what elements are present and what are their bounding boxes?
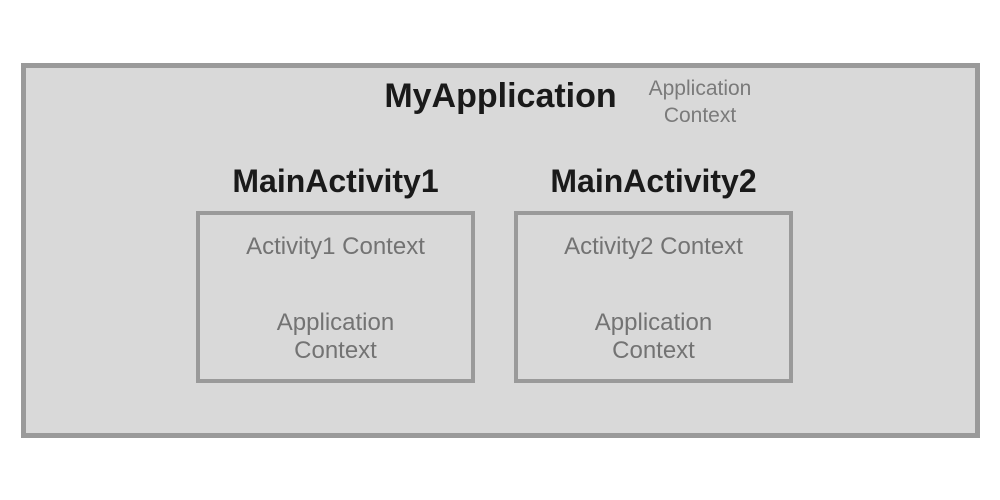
activity1-application-context-label: Application Context (276, 309, 395, 364)
activity2-application-context-label: Application Context (594, 309, 713, 364)
activity1-box: Activity1 Context Application Context (196, 211, 475, 383)
activity2-section: MainActivity2 Activity2 Context Applicat… (514, 161, 793, 383)
application-box: MyApplication Application Context MainAc… (21, 63, 980, 438)
activity2-context-label: Activity2 Context (564, 233, 743, 260)
application-context-label: Application Context (648, 77, 752, 127)
activity1-context-label: Activity1 Context (246, 233, 425, 260)
activity1-title: MainActivity1 (232, 163, 439, 199)
activity2-box: Activity2 Context Application Context (514, 211, 793, 383)
application-title: MyApplication (384, 77, 617, 115)
activity2-title: MainActivity2 (550, 163, 757, 199)
activity1-section: MainActivity1 Activity1 Context Applicat… (196, 161, 475, 383)
